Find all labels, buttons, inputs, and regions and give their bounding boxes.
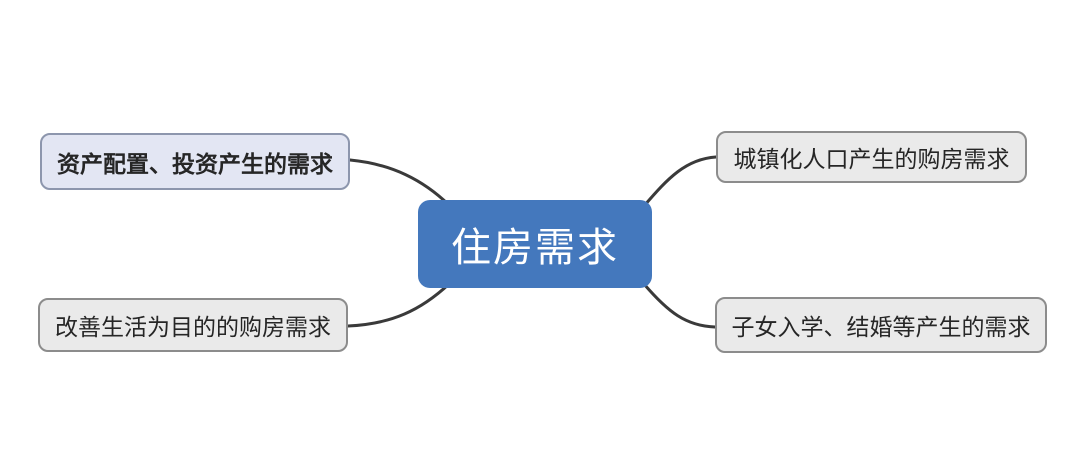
branch-node-label: 资产配置、投资产生的需求 (57, 150, 333, 177)
branch-node-urbanization[interactable]: 城镇化人口产生的购房需求 (716, 131, 1027, 183)
center-node-housing-demand[interactable]: 住房需求 (418, 200, 652, 288)
branch-node-label: 改善生活为目的的购房需求 (55, 314, 331, 340)
connector-bottom-right (642, 282, 717, 329)
branch-node-label: 城镇化人口产生的购房需求 (733, 146, 1010, 172)
branch-node-education-marriage[interactable]: 子女入学、结婚等产生的需求 (715, 297, 1047, 353)
connector-top-left (348, 158, 451, 207)
connector-bottom-left (346, 282, 451, 328)
branch-node-asset-investment[interactable]: 资产配置、投资产生的需求 (40, 133, 350, 190)
connector-top-right (642, 155, 718, 208)
branch-node-living-improvement[interactable]: 改善生活为目的的购房需求 (38, 298, 348, 352)
branch-node-label: 子女入学、结婚等产生的需求 (731, 314, 1031, 340)
center-node-label: 住房需求 (451, 226, 619, 270)
